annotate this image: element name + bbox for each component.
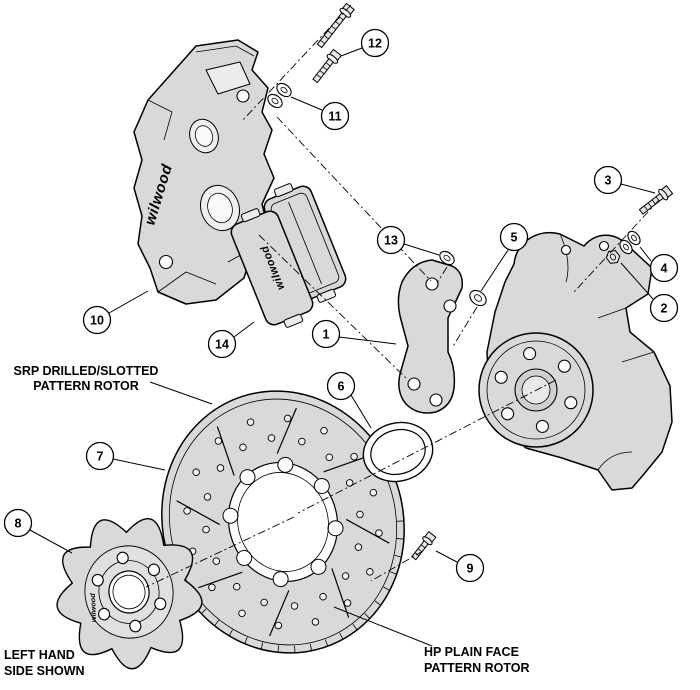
callout-leader-lines [29,47,656,647]
callout-8: 8 [3,508,33,538]
callout-3: 3 [593,165,623,195]
piston-bore-small [189,118,219,154]
callout-11: 11 [320,101,350,131]
svg-text:12: 12 [368,36,382,50]
callout-2: 2 [649,293,679,323]
brake-caliper: wilwood [133,39,275,305]
rotor-center-scallops [222,456,344,588]
svg-text:4: 4 [661,261,668,275]
label-left-hand-line1: LEFT HAND [4,648,75,662]
callout-1: 1 [311,319,341,349]
callout-4: 4 [649,253,679,283]
svg-text:13: 13 [384,233,398,247]
rotor-hat: wilwood [56,518,203,670]
label-srp-rotor-line1: SRP DRILLED/SLOTTED [14,364,159,378]
callout-10: 10 [82,305,112,335]
callout-balloons: 1 2 3 4 5 6 7 8 9 10 11 12 13 14 [3,28,679,583]
caliper-mount-hole-top [236,89,250,103]
callout-14: 14 [207,329,237,359]
washer-13 [439,250,455,266]
brake-pad-inner: wilwood [230,208,314,328]
svg-text:6: 6 [338,379,345,393]
rotor-slots [176,407,390,637]
callout-7: 7 [85,441,115,471]
bolt-long [316,2,355,49]
nut-2 [605,250,621,264]
caliper-bracket [397,259,464,414]
hat-lug-holes [91,551,167,633]
svg-text:9: 9 [467,561,474,575]
bolt-12 [312,48,342,84]
caliper-mount-hole-bottom [158,254,174,270]
svg-text:14: 14 [215,337,229,351]
callout-12: 12 [360,28,390,58]
svg-text:11: 11 [328,109,341,123]
label-hp-rotor-line1: HP PLAIN FACE [424,645,519,659]
callout-6: 6 [326,371,356,401]
label-srp-rotor-line2: PATTERN ROTOR [33,379,139,393]
hat-brand-text: wilwood [89,593,98,623]
spacer-ring [362,421,434,483]
svg-text:5: 5 [511,230,518,244]
washers-4 [619,230,641,255]
label-left-hand-line2: SIDE SHOWN [4,664,85,678]
bolt-9 [411,531,437,561]
washer-5 [469,289,487,307]
rotor-drill-holes [183,414,383,630]
svg-text:1: 1 [323,327,330,341]
assembly-axis-lines [145,4,660,588]
text-labels: SRP DRILLED/SLOTTED PATTERN ROTOR LEFT H… [4,364,530,678]
svg-text:2: 2 [661,301,668,315]
hub-lug-holes [494,347,578,433]
washers-11 [267,82,292,109]
svg-text:8: 8 [15,516,22,530]
callout-5: 5 [499,222,529,252]
callout-9: 9 [455,553,485,583]
piston-bore-large [199,184,241,232]
svg-text:10: 10 [90,313,104,327]
svg-text:3: 3 [605,173,612,187]
svg-text:7: 7 [97,449,104,463]
callout-13: 13 [376,225,406,255]
label-hp-rotor-line2: PATTERN ROTOR [424,661,530,675]
